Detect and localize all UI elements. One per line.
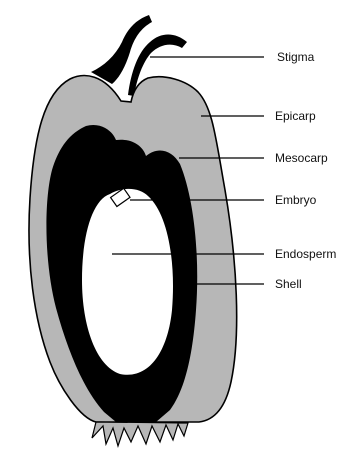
label-endosperm: Endosperm xyxy=(275,247,336,261)
base-fringe xyxy=(92,422,188,446)
stigma-left-prong xyxy=(91,15,152,84)
label-shell: Shell xyxy=(275,277,302,291)
label-embryo: Embryo xyxy=(275,193,317,207)
endosperm-region xyxy=(82,189,173,375)
label-stigma: Stigma xyxy=(277,50,315,64)
label-mesocarp: Mesocarp xyxy=(275,151,328,165)
label-epicarp: Epicarp xyxy=(275,109,316,123)
